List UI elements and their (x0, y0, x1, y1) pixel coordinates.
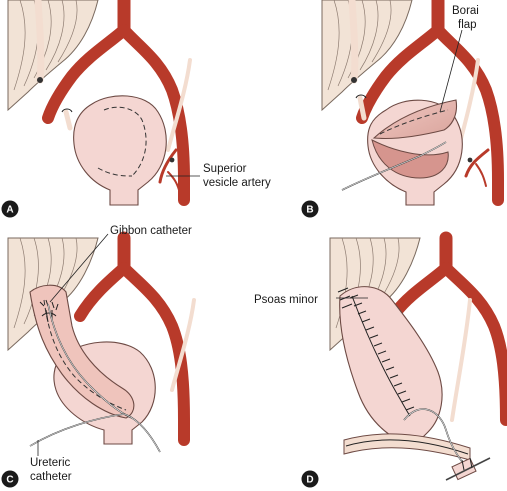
suture-line (349, 294, 415, 417)
borai-flap (372, 99, 458, 140)
pelvic-band (343, 433, 471, 461)
catheter-detail (445, 457, 491, 481)
label-superior-vesicle-artery: Superior vesicle artery (203, 163, 271, 189)
panel-c-letter: C (6, 475, 13, 486)
flap-outline (103, 106, 147, 177)
ureter-ligature-icon (37, 77, 43, 83)
label-ureteric-catheter: Ureteric catheter (30, 457, 73, 483)
tubularized-flap (29, 284, 135, 419)
superior-vesicle-artery (158, 148, 178, 184)
label-borai-flap: Borai flap (452, 5, 482, 31)
panel-c-badge (1, 470, 19, 488)
iliac-vessels (390, 231, 507, 426)
iliac-vessels (42, 0, 190, 206)
iliac-vessels (356, 0, 504, 206)
panel-d-badge (301, 470, 319, 488)
hitched-bladder (339, 286, 443, 441)
panel-b-badge (301, 200, 319, 218)
bladder (73, 95, 167, 206)
label-gibbon-catheter: Gibbon catheter (110, 225, 192, 237)
panel-d-letter: D (306, 475, 313, 486)
artery-ligature-icon (467, 157, 473, 163)
psoas-muscle (7, 0, 99, 112)
label-psoas-minor: Psoas minor (254, 294, 318, 306)
panel-a: Superior vesicle artery A (1, 0, 271, 218)
panel-b-letter: B (306, 205, 313, 216)
ureter-ligature-icon (351, 77, 357, 83)
iliac-vessels (74, 231, 190, 446)
panel-b: Borai flap B (301, 0, 504, 218)
panel-a-badge (1, 200, 19, 218)
panel-c: Gibbon catheter Ureteric catheter C (1, 225, 196, 488)
panel-a-letter: A (6, 205, 13, 216)
panel-d: Psoas minor D (254, 231, 507, 488)
artery-ligature-icon (169, 157, 175, 163)
psoas-muscle (321, 0, 413, 112)
